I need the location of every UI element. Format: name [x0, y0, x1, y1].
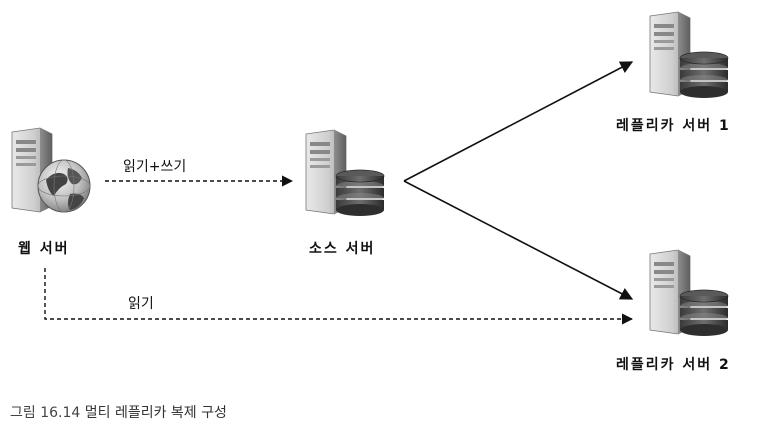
web-server-label: 웹 서버: [18, 241, 70, 257]
server-database-icon: [305, 129, 385, 217]
edge-web-to-replica2: [44, 268, 634, 325]
edge-source-to-replica2: [403, 180, 634, 300]
edge-label-read: 읽기: [128, 296, 154, 312]
edge-label-read-write: 읽기+쓰기: [123, 159, 187, 175]
figure-caption: 그림 16.14 멀티 레플리카 복제 구성: [10, 402, 227, 422]
edge-source-to-replica1: [403, 61, 634, 182]
server-globe-icon: [11, 127, 91, 213]
replica2-server-label: 레플리카 서버 2: [616, 357, 731, 373]
replica1-server-label: 레플리카 서버 1: [616, 118, 731, 134]
source-server-label: 소스 서버: [309, 241, 376, 257]
server-database-icon: [649, 249, 729, 337]
figure-number: 그림 16.14: [10, 405, 81, 421]
figure-caption-text: 멀티 레플리카 복제 구성: [84, 405, 227, 421]
server-database-icon: [649, 11, 729, 99]
